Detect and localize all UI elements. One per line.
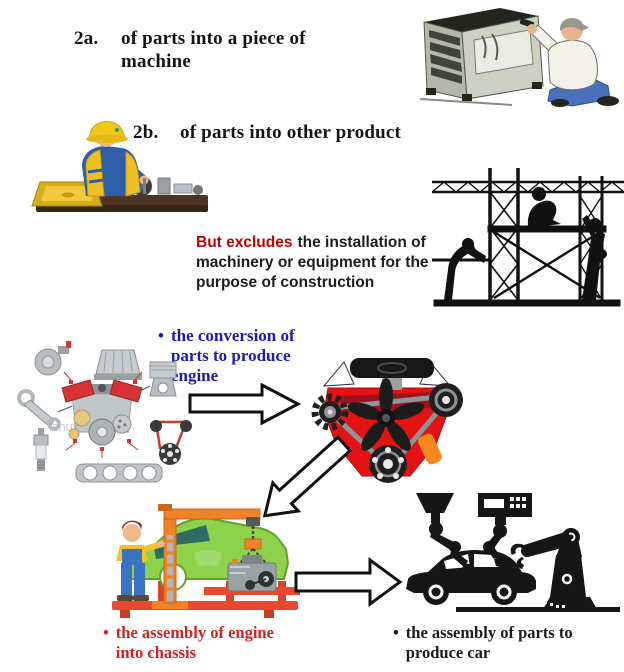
bullet-conversion: • the conversion of parts to produce eng…: [158, 326, 313, 386]
excludes-lead: But excludes: [196, 234, 293, 251]
heading-2a: 2a. of parts into a piece of machine: [74, 27, 414, 73]
bullet-engine-into-chassis-label: the assembly of engine into chassis: [115, 623, 274, 662]
engine-illustration: [311, 358, 463, 483]
belt-pulleys-icon: [150, 420, 192, 465]
overhead-robot-arm-left-icon: [416, 493, 474, 573]
valve-cover-icon: [350, 358, 434, 378]
turbocharger-icon: [34, 341, 71, 376]
car-assembly-illustration: [406, 493, 620, 612]
right-pulley-icon: [429, 383, 463, 417]
crank-pulley-icon: [369, 445, 407, 483]
bullet-conversion-label: the conversion of parts to produce engin…: [170, 326, 295, 386]
heading-2b-label: of parts into other product: [180, 122, 402, 143]
heading-2a-label: of parts into a piece of machine: [121, 28, 306, 73]
oil-filter-icon: [418, 433, 442, 465]
scaffold-frame-icon: [432, 168, 624, 307]
large-robot-arm-icon: [510, 528, 598, 611]
workbench-illustration: [31, 120, 208, 212]
assembly-worker-icon: [82, 120, 149, 197]
bullet-parts-to-car-marker: •: [393, 623, 399, 642]
bullet-parts-to-car-label: the assembly of parts to produce car: [405, 623, 573, 662]
engine-block-icon: [57, 371, 151, 458]
arrow-right-icon: [188, 383, 302, 426]
gear-pulley-icon: [311, 393, 349, 431]
chassis-assembly-illustration: [112, 504, 300, 618]
arrow-right-icon-2: [294, 557, 403, 607]
technician-icon: [519, 17, 619, 107]
air-filter-icon: [94, 349, 142, 380]
fan-icon: [347, 378, 425, 451]
engine-unit-icon: [227, 555, 277, 592]
engine-parts-illustration: shutterstock: [17, 341, 192, 483]
scaffolding-illustration: [432, 168, 624, 307]
heading-2b: 2b. of parts into other product: [133, 121, 401, 144]
heading-2a-number: 2a.: [74, 28, 99, 49]
bullet-engine-into-chassis: • the assembly of engine into chassis: [103, 623, 294, 663]
engine-bracket-left-icon: [322, 361, 355, 387]
spark-plug-icon: [33, 428, 49, 471]
gasket-icon: [75, 463, 163, 483]
car-silhouette-icon: [406, 550, 536, 605]
connecting-rod-icon: [17, 389, 61, 431]
arrow-down-left-icon: [262, 435, 353, 518]
piston-icon: [149, 361, 177, 397]
excludes-rest: the installation of machinery or equipme…: [196, 234, 429, 292]
machine-cabinet-icon: [419, 8, 544, 106]
construction-workers-icon: [444, 187, 607, 300]
heading-2b-number: 2b.: [133, 122, 159, 143]
bullet-conversion-marker: •: [158, 326, 164, 345]
bullet-parts-to-car: • the assembly of parts to produce car: [393, 623, 581, 663]
mechanic-worker-icon: [116, 520, 165, 601]
bullet-engine-into-chassis-marker: •: [103, 623, 109, 642]
machine-repair-illustration: [419, 8, 619, 107]
overhead-robot-arm-middle-icon: [478, 493, 532, 568]
